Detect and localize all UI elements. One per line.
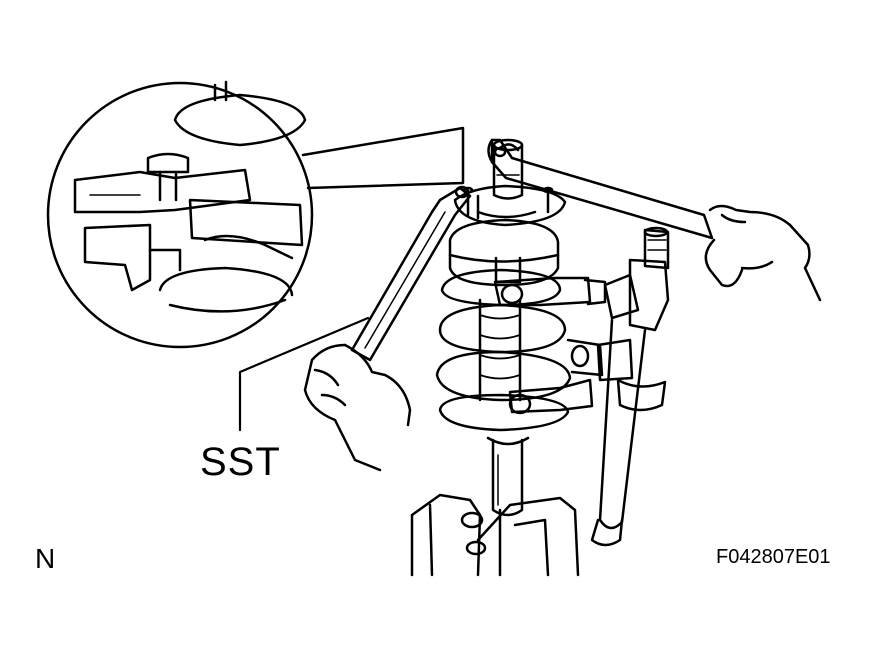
corner-mark-label: N (35, 543, 56, 574)
detail-callout (46, 80, 465, 349)
sst-handle (350, 185, 472, 362)
figure-code-label: F042807E01 (716, 546, 831, 568)
sst-leader-line (238, 316, 370, 432)
right-hand (704, 204, 822, 302)
wrench (487, 138, 714, 240)
left-hand (303, 343, 412, 472)
spring-compressor-hooks (493, 276, 607, 415)
spring-compressor-body (590, 226, 670, 547)
coil-spring (435, 268, 572, 432)
upper-support (448, 138, 567, 287)
shock-absorber (486, 436, 530, 517)
sst-label: SST (200, 440, 281, 484)
steering-knuckle (410, 493, 580, 577)
